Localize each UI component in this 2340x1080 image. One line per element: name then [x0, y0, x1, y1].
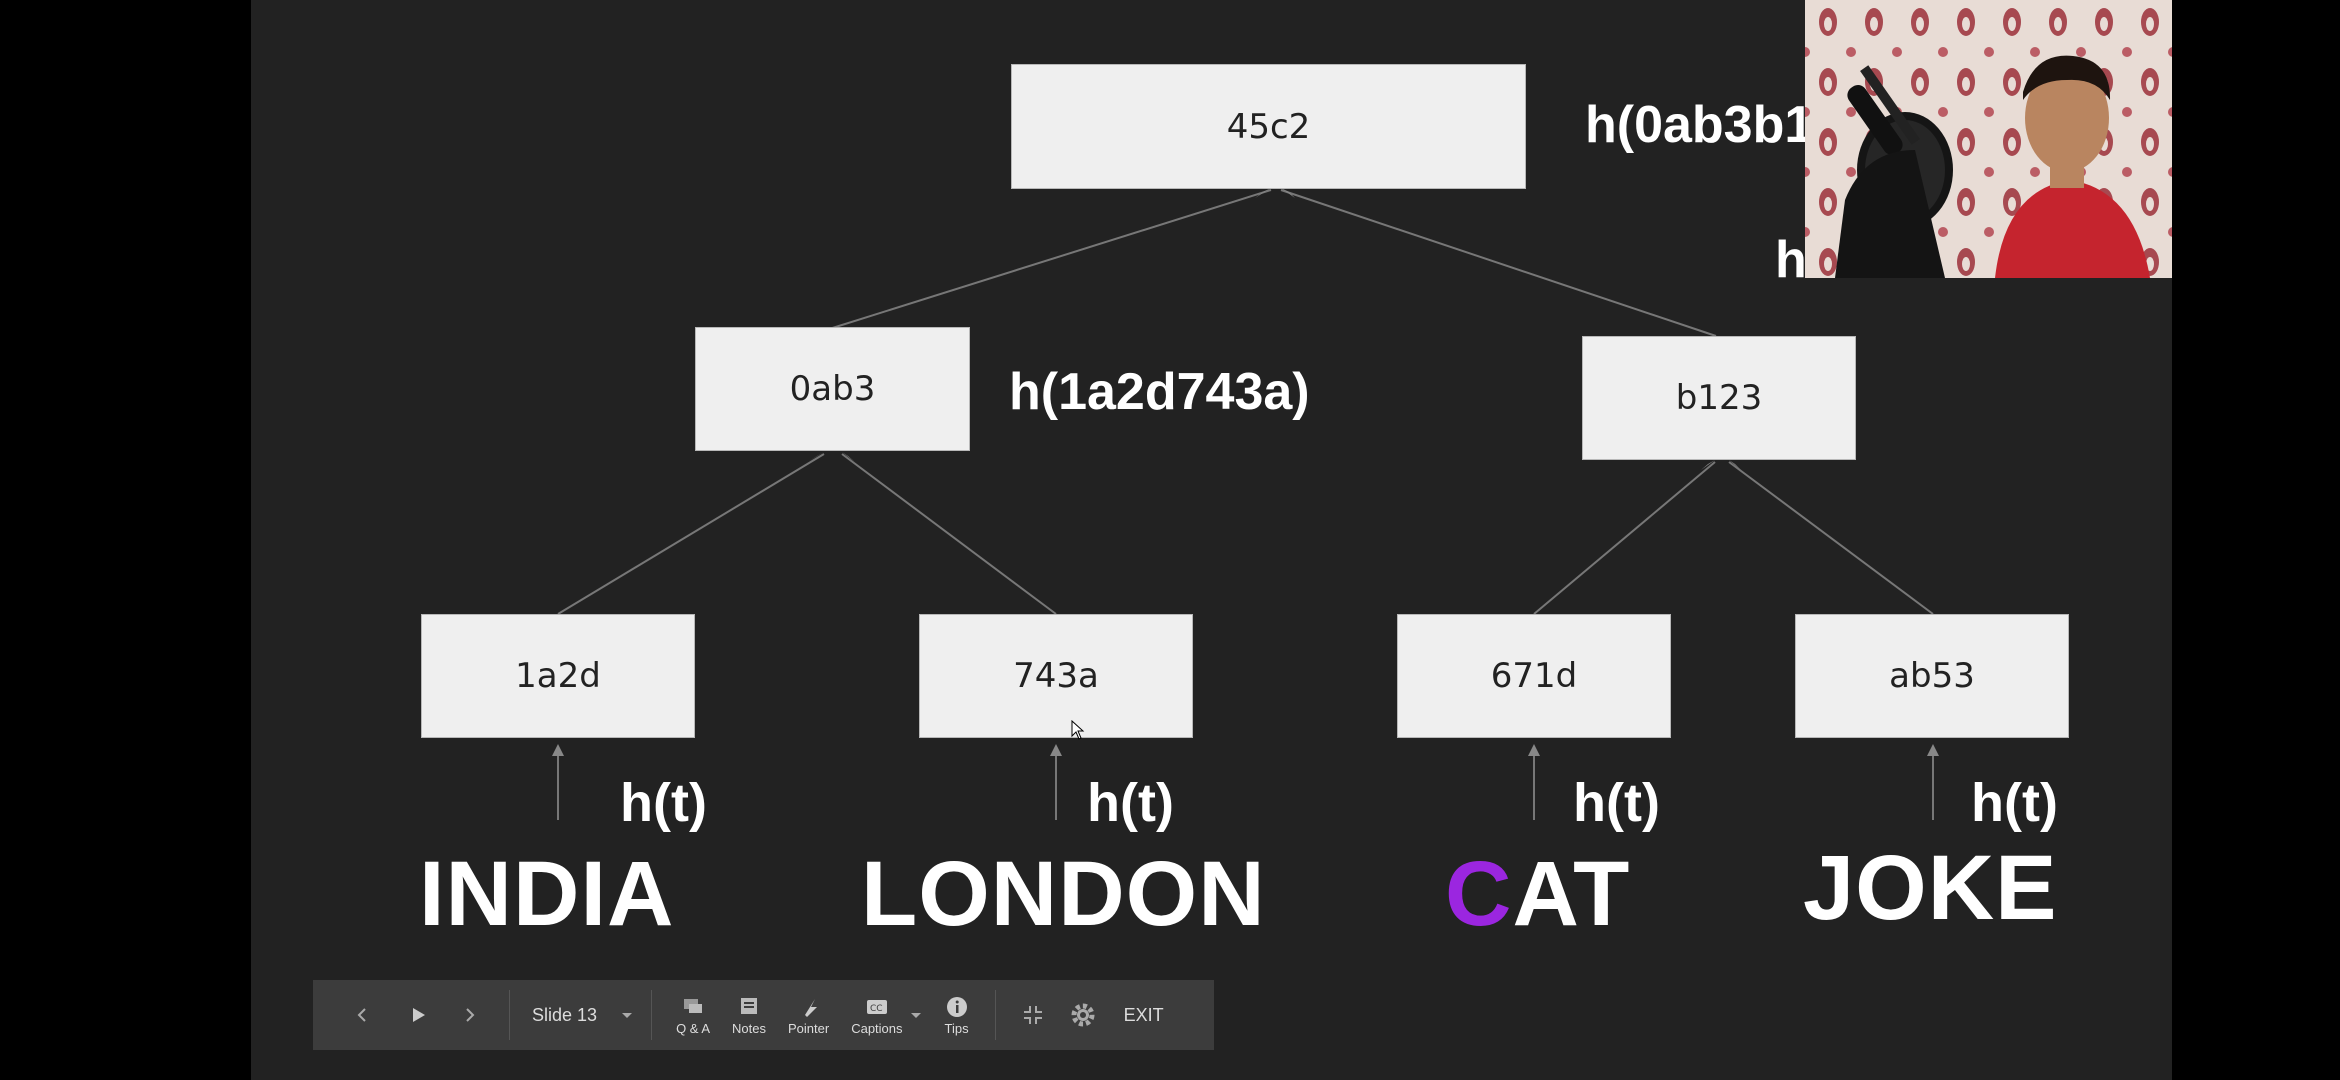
right-node: b123 [1582, 336, 1856, 460]
leaf-node-3: 671d [1397, 614, 1671, 738]
info-icon [946, 996, 967, 1017]
arrowhead [1050, 744, 1062, 756]
tree-edges [552, 188, 1939, 820]
presenter-webcam [1805, 0, 2172, 278]
play-icon [413, 1008, 425, 1022]
word-india: INDIA [419, 843, 675, 945]
pointer-icon [804, 998, 817, 1017]
slideshow-toolbar: Slide 13 Q & A Notes Pointer CC Captions… [313, 980, 1214, 1050]
word-joke: JOKE [1803, 837, 2058, 939]
root-node: 45c2 [1011, 64, 1526, 189]
arrowhead [1528, 744, 1540, 756]
edge-root-left [825, 189, 1272, 331]
chevron-left-icon [357, 1008, 366, 1022]
arrowhead [1701, 460, 1715, 470]
leaf-hash-label-1: h(t) [620, 773, 707, 833]
exit-fullscreen-icon [1023, 1006, 1042, 1024]
presentation-slide: 45c2 0ab3 b123 1a2d 743a 671d ab53 h(0ab… [251, 0, 2172, 1080]
dropdown-icon [910, 1013, 921, 1018]
arrowhead [842, 452, 855, 462]
previous-slide-button[interactable] [353, 1006, 371, 1024]
leaf-hash-label-3: h(t) [1573, 773, 1660, 833]
dropdown-icon [622, 1013, 633, 1018]
toolbar-divider [994, 990, 996, 1040]
word-london: LONDON [861, 843, 1266, 945]
exit-button[interactable]: EXIT [1123, 1004, 1164, 1025]
leaf-node-4: ab53 [1795, 614, 2069, 738]
toolbar-divider [509, 990, 510, 1040]
leaf-hash-label-4: h(t) [1971, 773, 2058, 833]
right-node-hash-label: h [1775, 231, 1807, 289]
mouse-cursor [1071, 720, 1085, 740]
pointer-label: Pointer [788, 1020, 830, 1036]
notes-label: Notes [732, 1020, 766, 1036]
left-node: 0ab3 [695, 327, 970, 451]
word-cat-first-letter: C [1445, 843, 1513, 945]
pointer-button[interactable]: Pointer [788, 995, 829, 1036]
notes-button[interactable]: Notes [732, 995, 766, 1036]
slide-number-label: Slide 13 [532, 1004, 598, 1025]
left-node-hash-label: h(1a2d743a) [1009, 363, 1310, 421]
arrowhead [552, 744, 564, 756]
edge-left-leaf2 [841, 453, 1057, 615]
leaf-node-2: 743a [919, 614, 1193, 738]
captions-label: Captions [851, 1020, 903, 1036]
word-cat-rest-text: AT [1512, 843, 1631, 945]
arrowhead [1729, 460, 1741, 470]
arrowhead [1927, 744, 1939, 756]
captions-icon: CC [866, 999, 887, 1014]
edge-left-leaf1 [557, 453, 825, 615]
arrowhead [809, 452, 824, 461]
tips-label: Tips [944, 1020, 969, 1036]
qa-label: Q & A [676, 1020, 711, 1036]
root-hash-label: h(0ab3b1 [1585, 96, 1814, 154]
svg-text:CC: CC [870, 1004, 883, 1014]
gear-icon [1071, 1003, 1095, 1027]
toolbar-divider [651, 990, 653, 1040]
word-cat: CAT [1445, 842, 1630, 947]
next-slide-button[interactable] [461, 1006, 479, 1024]
edge-right-leaf3 [1533, 461, 1716, 615]
captions-button[interactable]: CC Captions [851, 995, 903, 1036]
edge-root-right [1280, 189, 1717, 337]
captions-dropdown[interactable] [909, 1008, 923, 1022]
leaf-hash-label-2: h(t) [1087, 773, 1174, 833]
settings-button[interactable] [1070, 1002, 1096, 1028]
arrowhead [1281, 188, 1295, 198]
qa-icon [684, 998, 703, 1013]
notes-icon [741, 997, 758, 1014]
arrowhead [1255, 188, 1271, 198]
qa-button[interactable]: Q & A [676, 995, 710, 1036]
chevron-right-icon [466, 1008, 475, 1022]
edge-right-leaf4 [1728, 461, 1934, 615]
leaf-node-1: 1a2d [421, 614, 695, 738]
slide-selector[interactable]: Slide 13 [532, 1005, 635, 1026]
exit-fullscreen-button[interactable] [1022, 1004, 1044, 1026]
tips-button[interactable]: Tips [945, 995, 969, 1036]
play-button[interactable] [409, 1006, 427, 1024]
